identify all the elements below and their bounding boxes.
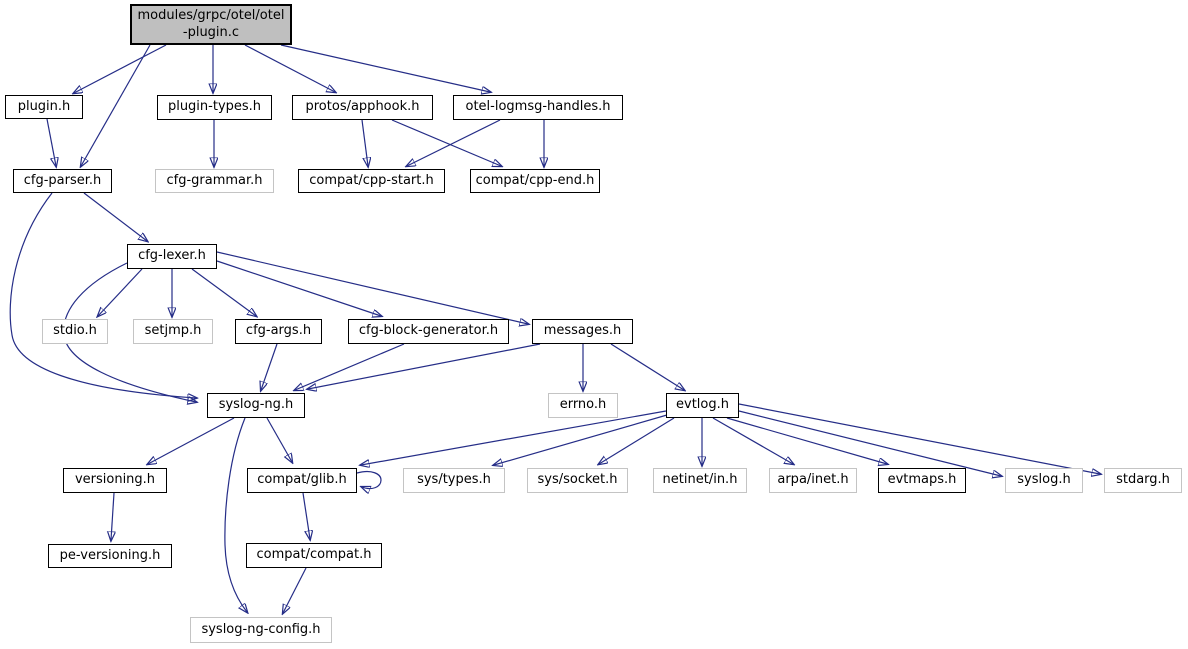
edge-cfg-args-h--syslog-ng-h (261, 343, 278, 390)
edge-messages-h--evtlog-h (610, 343, 684, 390)
edge-otel-logmsg-handles-h--compat-cpp-start-h (407, 119, 501, 166)
edge-plugin-h--cfg-parser-h (46, 118, 56, 166)
edge-evtlog-h--compat-glib-h (361, 410, 667, 465)
edge-cfg-lexer-h--stdio-h (98, 268, 143, 316)
node-compat-cpp-end-h[interactable]: compat/cpp-end.h (470, 169, 600, 193)
node-sys-types-h[interactable]: sys/types.h (403, 468, 505, 493)
edge-cfg-parser-h--syslog-ng-h (9, 192, 196, 398)
node-stdarg-h[interactable]: stdarg.h (1104, 468, 1182, 493)
edge-otel-plugin-c--protos-apphook-h (244, 44, 335, 92)
edge-versioning-h--pe-versioning-h (111, 492, 114, 540)
node-messages-h[interactable]: messages.h (532, 319, 633, 344)
node-plugin-types-h[interactable]: plugin-types.h (157, 95, 272, 120)
edge-syslog-ng-h--compat-glib-h (266, 417, 292, 462)
node-setjmp-h[interactable]: setjmp.h (133, 319, 213, 344)
node-cfg-lexer-h[interactable]: cfg-lexer.h (127, 244, 217, 269)
edge-evtlog-h--evtmaps-h (726, 417, 887, 464)
edge-protos-apphook-h--compat-cpp-start-h (361, 119, 368, 166)
node-pe-versioning-h[interactable]: pe-versioning.h (48, 544, 172, 568)
node-syslog-h[interactable]: syslog.h (1005, 468, 1083, 493)
node-syslog-ng-config-h[interactable]: syslog-ng-config.h (190, 617, 332, 643)
node-protos-apphook-h[interactable]: protos/apphook.h (292, 95, 433, 120)
node-cfg-args-h[interactable]: cfg-args.h (235, 319, 322, 344)
node-compat-compat-h[interactable]: compat/compat.h (246, 543, 382, 568)
node-versioning-h[interactable]: versioning.h (63, 468, 167, 493)
edge-compat-compat-h--syslog-ng-config-h (283, 567, 307, 613)
edge-messages-h--syslog-ng-h (308, 343, 541, 389)
node-stdio-h[interactable]: stdio.h (42, 319, 108, 344)
edge-compat-glib-h--compat-glib-h (356, 470, 382, 489)
node-cfg-parser-h[interactable]: cfg-parser.h (13, 169, 112, 193)
node-plugin-h[interactable]: plugin.h (5, 95, 83, 119)
edge-syslog-ng-h--syslog-ng-config-h (224, 417, 247, 612)
node-errno-h[interactable]: errno.h (548, 393, 618, 418)
edge-cfg-parser-h--cfg-lexer-h (83, 192, 147, 241)
node-compat-glib-h[interactable]: compat/glib.h (247, 468, 357, 493)
node-sys-socket-h[interactable]: sys/socket.h (527, 468, 628, 493)
node-arpa-inet-h[interactable]: arpa/inet.h (769, 468, 857, 493)
edge-cfg-lexer-h--cfg-block-generator-h (216, 260, 381, 316)
edge-cfg-lexer-h--cfg-args-h (191, 268, 256, 316)
node-syslog-ng-h[interactable]: syslog-ng.h (207, 393, 305, 418)
edge-otel-plugin-c--cfg-parser-h (81, 44, 151, 166)
node-netinet-in-h[interactable]: netinet/in.h (653, 468, 747, 493)
edge-evtlog-h--stdarg-h (738, 403, 1100, 474)
edge-cfg-lexer-h--messages-h (216, 251, 528, 324)
node-cfg-block-generator-h[interactable]: cfg-block-generator.h (348, 319, 509, 344)
edge-cfg-block-generator-h--syslog-ng-h (295, 343, 405, 390)
edge-compat-glib-h--compat-compat-h (302, 492, 310, 539)
edge-evtlog-h--arpa-inet-h (712, 417, 793, 464)
edge-evtlog-h--syslog-h (738, 410, 1001, 476)
node-evtmaps-h[interactable]: evtmaps.h (878, 468, 966, 493)
edge-otel-plugin-c--otel-logmsg-handles-h (280, 44, 490, 92)
node-otel-logmsg-handles-h[interactable]: otel-logmsg-handles.h (453, 95, 623, 120)
node-compat-cpp-start-h[interactable]: compat/cpp-start.h (298, 169, 445, 193)
node-otel-plugin-c[interactable]: modules/grpc/otel/otel -plugin.c (130, 4, 292, 45)
edge-evtlog-h--sys-types-h (494, 414, 668, 465)
edge-evtlog-h--sys-socket-h (599, 417, 675, 464)
node-cfg-grammar-h[interactable]: cfg-grammar.h (155, 169, 274, 193)
edge-syslog-ng-h--versioning-h (148, 417, 235, 464)
edge-protos-apphook-h--compat-cpp-end-h (391, 119, 501, 166)
edge-otel-plugin-c--plugin-h (74, 44, 167, 93)
node-evtlog-h[interactable]: evtlog.h (666, 393, 739, 418)
